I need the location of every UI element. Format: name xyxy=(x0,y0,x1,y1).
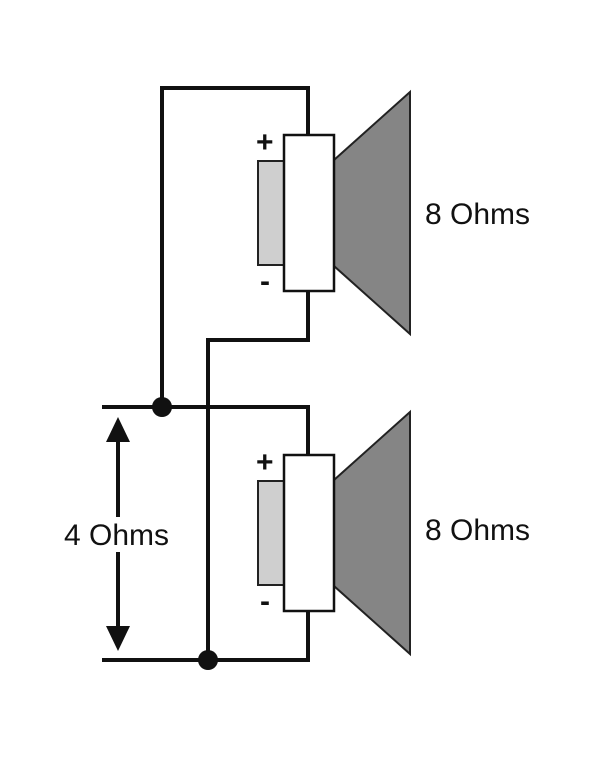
junction-dot-icon xyxy=(152,397,172,417)
speaker-cone xyxy=(333,409,411,657)
total-impedance-label: 4 Ohms xyxy=(64,519,169,552)
double-arrow-icon xyxy=(106,417,130,651)
speaker-impedance-label: 8 Ohms xyxy=(425,198,530,231)
plus-sign: + xyxy=(256,446,274,479)
speaker-icon xyxy=(257,89,411,337)
speaker-icon xyxy=(257,409,411,657)
minus-sign: - xyxy=(260,265,270,298)
junction-dot-icon xyxy=(198,650,218,670)
wire-positive-rail xyxy=(102,405,310,455)
speaker-frame xyxy=(282,133,336,293)
speaker-cone xyxy=(333,89,411,337)
speaker-magnet xyxy=(257,480,285,586)
speaker-impedance-label: 8 Ohms xyxy=(425,514,530,547)
speaker-magnet xyxy=(257,160,285,266)
minus-sign: - xyxy=(260,585,270,618)
plus-sign: + xyxy=(256,126,274,159)
wire-top-positive xyxy=(160,86,310,407)
speaker-frame xyxy=(282,453,336,613)
wire-top-negative xyxy=(206,292,310,660)
wire-negative-rail xyxy=(102,612,310,662)
